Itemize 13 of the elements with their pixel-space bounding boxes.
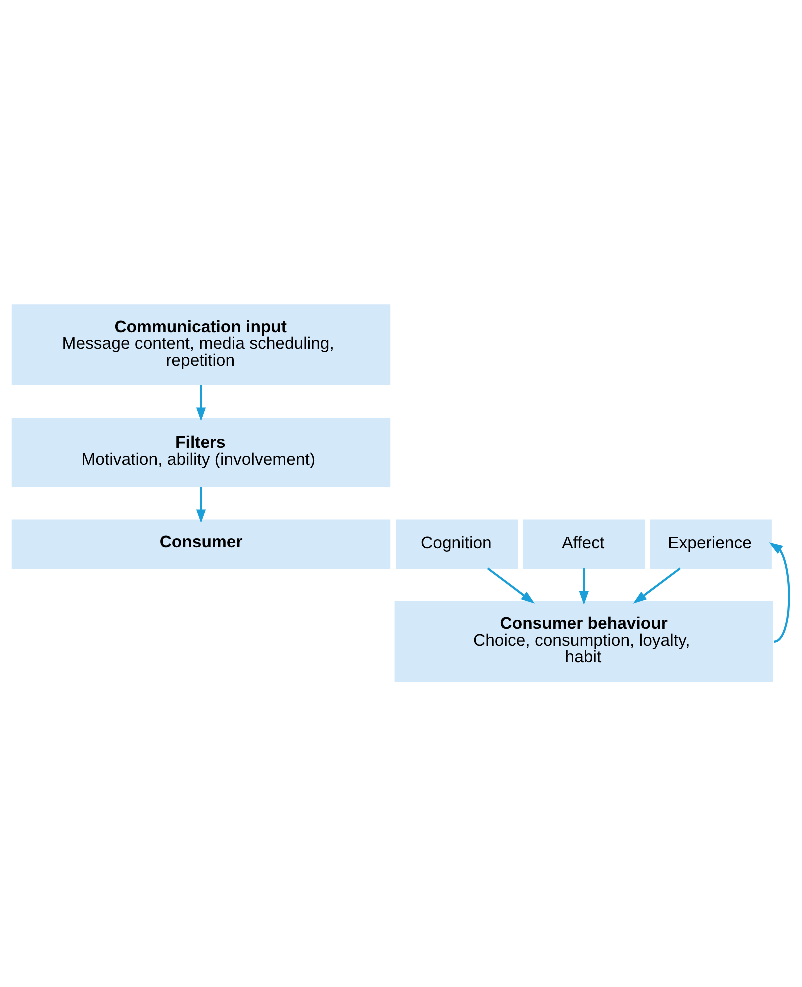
node-box: Communication input Message content, media scheduling, repetition (12, 304, 391, 386)
arrow (196, 385, 206, 422)
node-box: Affect (523, 520, 645, 570)
node-box: Cognition (396, 520, 518, 570)
arrow (487, 568, 535, 604)
node-box: Consumer (12, 520, 391, 570)
node-box: Consumer behaviour Choice, consumption, loyalty, habit (394, 602, 774, 682)
arrow (196, 487, 206, 524)
arrow (633, 568, 681, 604)
node-box: Filters Motivation, ability (involvement) (12, 418, 391, 488)
arrow (769, 542, 790, 643)
node-box: Experience (650, 520, 772, 570)
arrow (579, 568, 589, 606)
